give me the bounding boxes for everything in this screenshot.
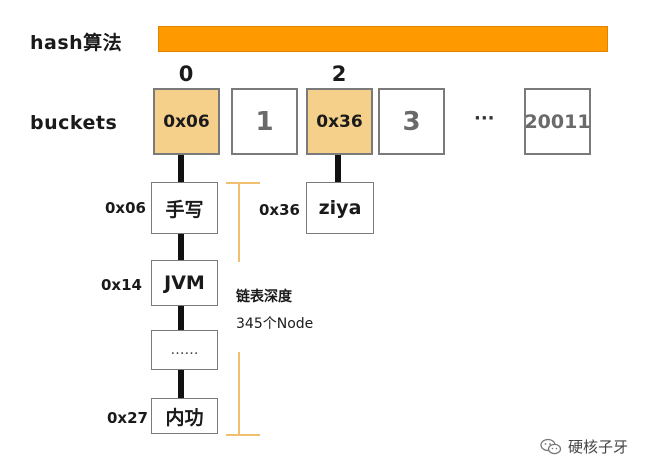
hash-label: hash算法 — [30, 32, 123, 54]
bucket-index-2: 2 — [331, 62, 347, 86]
depth-annotation-count: 345个Node — [236, 316, 314, 332]
chain-connector-0 — [178, 155, 184, 182]
chain-hash-1: 0x14 — [101, 276, 142, 294]
bucket-1-label: 1 — [255, 106, 274, 137]
chain-node-0-label: 手写 — [165, 198, 204, 221]
depth-annotation-title: 链表深度 — [236, 289, 292, 305]
chain-node-3: 内功 — [151, 398, 218, 434]
bucket-1: 1 — [231, 88, 298, 155]
chain-connector-3 — [178, 370, 184, 398]
bracket-lower-line — [238, 352, 240, 434]
bracket-upper-line — [238, 182, 240, 262]
chain-node-0: 手写 — [151, 182, 218, 234]
bracket-top — [226, 182, 260, 184]
bucket-0-label: 0x06 — [163, 111, 210, 132]
watermark: 硬核子牙 — [540, 436, 628, 457]
chain-hash-0: 0x06 — [105, 199, 146, 217]
bucket-index-0: 0 — [178, 62, 194, 86]
chain-node-2-label: …… — [170, 342, 199, 358]
chain-hash-3: 0x27 — [107, 409, 148, 427]
bucket-3-label: 3 — [402, 106, 421, 137]
side-node-label: ziya — [318, 197, 362, 219]
bucket-last-label: 20011 — [524, 110, 591, 133]
chain-node-1: JVM — [151, 260, 218, 306]
chain-node-3-label: 内功 — [165, 406, 204, 429]
wechat-icon — [540, 438, 562, 454]
side-connector — [335, 155, 341, 182]
buckets-label: buckets — [30, 112, 118, 134]
side-hash: 0x36 — [259, 201, 300, 219]
bucket-last: 20011 — [524, 88, 591, 155]
bracket-bottom — [226, 434, 260, 436]
side-node: ziya — [306, 182, 374, 234]
bucket-3: 3 — [378, 88, 445, 155]
bucket-ellipsis: ··· — [474, 108, 495, 129]
watermark-text: 硬核子牙 — [568, 438, 629, 456]
chain-connector-2 — [178, 305, 184, 331]
chain-node-1-label: JVM — [164, 272, 205, 294]
chain-node-2: …… — [151, 330, 218, 370]
bucket-2-label: 0x36 — [316, 111, 363, 132]
hash-bar — [158, 26, 608, 52]
bucket-0: 0x06 — [153, 88, 220, 155]
bucket-2: 0x36 — [306, 88, 373, 155]
chain-connector-1 — [178, 233, 184, 260]
